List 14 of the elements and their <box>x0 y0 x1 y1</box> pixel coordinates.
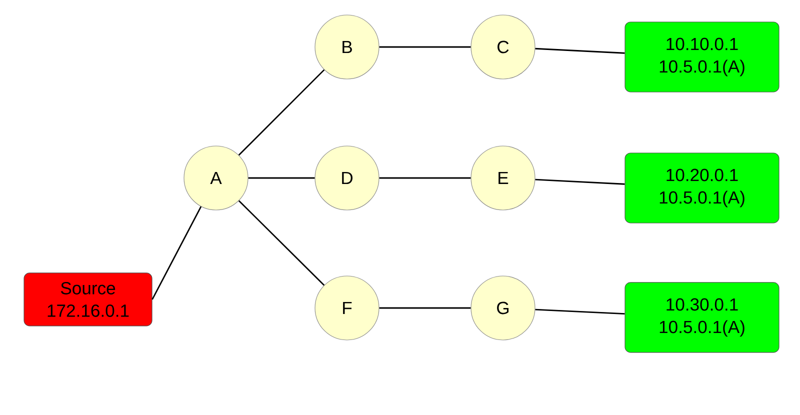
connector-line <box>535 178 625 185</box>
destination-box: 10.20.0.1 10.5.0.1(A) <box>624 152 780 224</box>
connector-line <box>379 46 471 48</box>
destination-box: 10.30.0.1 10.5.0.1(A) <box>624 282 780 353</box>
source-box: Source 172.16.0.1 <box>24 272 152 326</box>
connector-line <box>248 177 315 179</box>
destination-box: 10.10.0.1 10.5.0.1(A) <box>624 22 780 92</box>
connector-line <box>379 177 471 179</box>
connector-line <box>535 308 625 314</box>
connector-line <box>238 69 325 156</box>
connector-line <box>152 206 202 300</box>
connector-line <box>535 48 625 54</box>
connector-line <box>379 307 471 309</box>
connector-line <box>238 200 325 286</box>
